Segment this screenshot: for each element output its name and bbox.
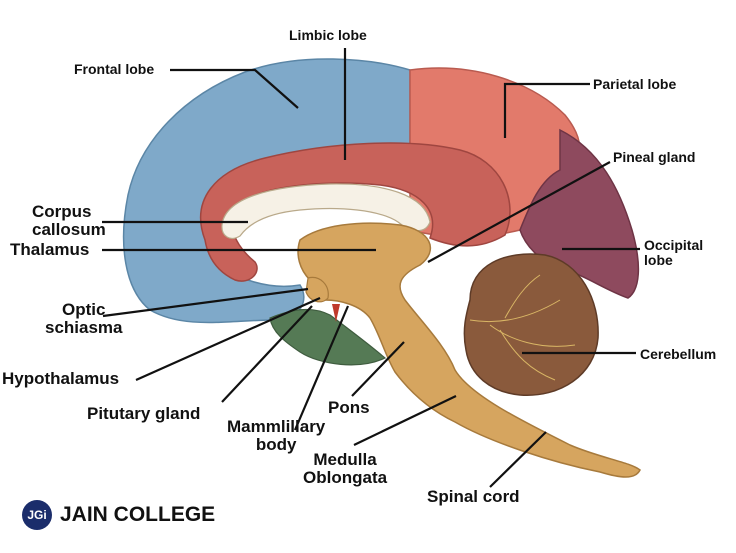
label-mammillary-body-line1: Mammlillary	[227, 417, 326, 436]
label-frontal-lobe: Frontal lobe	[74, 61, 155, 77]
label-parietal-lobe: Parietal lobe	[593, 76, 677, 92]
label-corpus-callosum: Corpus callosum	[32, 203, 106, 239]
label-optic-schiasma: Optic schiasma	[45, 301, 123, 337]
brainstem-region	[297, 222, 641, 478]
label-optic-schiasma-line2: schiasma	[45, 317, 123, 337]
cerebellum-arbor	[469, 274, 576, 381]
label-mammillary-body-line2: body	[255, 434, 297, 454]
label-occipital-lobe-line2: lobe	[644, 251, 673, 268]
label-occipital-lobe: Occipital lobe	[644, 238, 703, 267]
jain-college-logo: JGi JAIN COLLEGE	[22, 500, 215, 530]
label-pons: Pons	[328, 398, 370, 417]
label-limbic-lobe: Limbic lobe	[289, 27, 367, 43]
limbic-lobe-region	[200, 142, 511, 282]
label-medulla-oblongata: Medulla Oblongata	[303, 451, 387, 487]
label-thalamus: Thalamus	[10, 240, 90, 259]
label-pineal-gland: Pineal gland	[613, 149, 696, 165]
optic-chiasm-region	[305, 276, 329, 303]
label-spinal-cord: Spinal cord	[427, 487, 520, 506]
label-pituitary-gland: Pitutary gland	[87, 404, 201, 423]
label-occipital-lobe-line1: Occipital	[644, 237, 704, 253]
temporal-region	[269, 308, 387, 366]
label-corpus-callosum-line1: Corpus	[32, 202, 92, 221]
mammillary-marker	[332, 304, 340, 322]
leader-lines	[102, 48, 640, 488]
label-corpus-callosum-line2: callosum	[32, 219, 106, 239]
label-cerebellum: Cerebellum	[640, 346, 717, 362]
label-medulla-oblongata-line1: Medulla	[313, 450, 377, 469]
label-medulla-oblongata-line2: Oblongata	[303, 467, 388, 487]
label-mammillary-body: Mammlillary body	[227, 418, 325, 454]
logo-text: JAIN COLLEGE	[60, 503, 216, 526]
cerebellum-region	[463, 253, 599, 396]
label-optic-schiasma-line1: Optic	[62, 300, 106, 319]
logo-badge: JGi	[22, 500, 52, 530]
label-hypothalamus: Hypothalamus	[2, 369, 120, 388]
